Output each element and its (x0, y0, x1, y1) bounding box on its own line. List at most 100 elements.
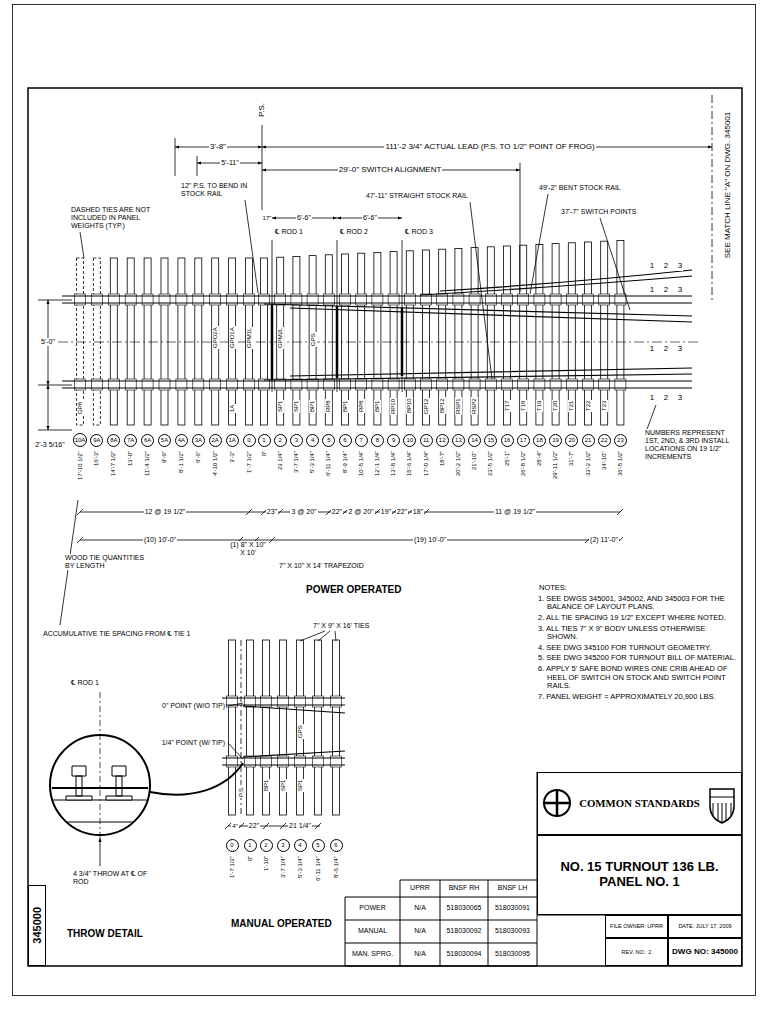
wood-tie (455, 248, 462, 425)
plate-label: GPM2L (277, 327, 284, 349)
tie-spacing: 28'-4" (536, 450, 543, 467)
section-heading: MANUAL OPERATED (230, 918, 333, 930)
tie-number-circle: 13 (452, 434, 465, 447)
tie-spacing: 8'-9 1/4" (342, 450, 349, 474)
wood-tie (358, 253, 365, 425)
tie-number-circle: 6A (141, 434, 154, 447)
table-cell: MAN. SPRG. (351, 950, 394, 958)
plate-label: GPO2A (212, 327, 219, 350)
dimension-label: 22" (396, 508, 408, 516)
match-line-note: SEE MATCH LINE "A" ON DWG. 345001 (723, 99, 732, 271)
tie-number: 17 (520, 437, 527, 443)
tie-spacing: 10'-5 1/4" (358, 450, 365, 477)
dimension-label: (2) 11'-0" (589, 536, 619, 544)
tie-spacing: 0" (261, 450, 268, 457)
plate-label: RP10 (390, 397, 397, 414)
plate-label: 1A (229, 403, 236, 412)
wood-tie (601, 241, 608, 425)
tie-number: 1 (262, 437, 265, 443)
wood-tie (309, 256, 316, 425)
drawing-title-box: NO. 15 TURNOUT 136 LB. PANEL NO. 1 (537, 835, 742, 915)
note-text: 5. SEE DWG 345200 FOR TURNOUT BILL OF MA… (538, 654, 738, 663)
note-text: 1. SEE DWGS 345001, 345002, AND 345003 F… (538, 595, 738, 612)
install-number: 3 (677, 285, 683, 294)
dimension-label: 12" P.S. TO BEND IN STOCK RAIL (180, 182, 257, 198)
title-block-cell: REV. NO.: 2 (605, 938, 668, 966)
plate-label: RP8 (358, 399, 365, 413)
plate-label: RSP2 (471, 397, 478, 415)
wood-tie (552, 244, 559, 425)
tie-number-circle: 20 (565, 434, 578, 447)
tie-number-circle: 0 (226, 839, 239, 852)
plate-label: T19 (536, 400, 543, 412)
tie-spacing: 23'-5 1/2" (487, 450, 494, 477)
tie-spacing: 18'-7" (439, 450, 446, 467)
callout-label: 7" X 9" X 16' TIES (312, 622, 370, 630)
tie-number-circle: 19 (549, 434, 562, 447)
tie-number: 7A (127, 437, 134, 443)
callout-label: DASHED TIES ARE NOT INCLUDED IN PANEL WE… (70, 206, 172, 230)
tie-number: 21 (585, 437, 592, 443)
tie-number-circle: 8 (371, 434, 384, 447)
install-number: 3 (677, 393, 683, 402)
table-header: UPRR (409, 884, 431, 892)
tie-number-circle: 1 (244, 839, 257, 852)
wood-tie (487, 247, 494, 425)
tie-spacing: 23 1/4" (277, 450, 284, 471)
callout-label: WOOD TIE QUANTITIES BY LENGTH (64, 554, 146, 570)
table-cell: 518030092 (445, 927, 482, 935)
wood-tie (439, 249, 446, 425)
dimension-label: 5'-0" (40, 338, 56, 346)
tie-spacing: 16'-3" (93, 450, 100, 467)
rod-label: ℄ ROD 2 (339, 228, 369, 236)
tie-number: 3A (195, 437, 202, 443)
callout-label: NUMBERS REPRESENT 1ST, 2ND, & 3RD INSTAL… (644, 429, 740, 461)
tie-spacing: 8'-6 1/4" (333, 855, 340, 879)
tie-number: 18 (536, 437, 543, 443)
dimension-label: 19" (380, 508, 392, 516)
tie-number-circle: 7 (355, 434, 368, 447)
note-text: 6. APPLY 5' SAFE BOND WIRES ONE CRIB AHE… (538, 665, 738, 691)
tie-spacing: 0" (247, 855, 254, 862)
dimension-label: 2'-3 5/16" (34, 441, 66, 449)
tie-spacing: 3'-7 1/4" (293, 450, 300, 474)
section-heading: THROW DETAIL (66, 928, 144, 940)
dimension-label: 21 1/4" (288, 822, 312, 830)
install-number: 1 (649, 285, 655, 294)
table-cell: N/A (413, 950, 427, 958)
tie-number: 4 (298, 842, 301, 848)
tie-number: 13 (455, 437, 462, 443)
wood-tie (520, 245, 527, 425)
sheet-number-tab: 345000 (28, 885, 46, 966)
tie-number: 22 (601, 437, 608, 443)
drawing-number: DWG NO: 345000 (672, 947, 738, 956)
tie-spacing: 13'-0" (127, 450, 134, 467)
table-cell: N/A (413, 904, 427, 912)
notes-heading: NOTES: (538, 584, 738, 593)
table-header: BNSF LH (497, 884, 529, 892)
tie-spacing: 12'-1 1/4" (374, 450, 381, 477)
wood-tie (536, 244, 543, 425)
wood-tie (178, 258, 185, 425)
wood-tie (195, 258, 202, 425)
tie-spacing: 13'-8 1/4" (390, 450, 397, 477)
tie-spacing: 1'-7 1/2" (229, 855, 236, 879)
callout-label: 0" POINT (W/O TIP) (161, 702, 226, 710)
tie-spacing: 34'-10" (601, 450, 608, 471)
tie-number: 5 (316, 842, 319, 848)
tie-spacing: 15'-6 1/4" (406, 450, 413, 477)
wood-tie (212, 258, 219, 425)
note-text: 4. SEE DWG 345100 FOR TURNOUT GEOMETRY. (538, 644, 738, 653)
tie-number: 8A (110, 437, 117, 443)
tie-number-circle: 3 (290, 434, 303, 447)
wood-tie (333, 640, 340, 815)
tie-spacing: 6'-11 1/4" (315, 855, 322, 882)
tie-number-circle: 2 (274, 434, 287, 447)
tie-spacing: 36'-5 1/2" (617, 450, 624, 477)
tie-number: 14 (471, 437, 478, 443)
install-number: 1 (649, 261, 655, 270)
plate-label: SP1 (280, 778, 287, 791)
section-heading: POWER OPERATED (305, 584, 402, 596)
tie-spacing: 17'-10 1/2" (77, 450, 84, 481)
